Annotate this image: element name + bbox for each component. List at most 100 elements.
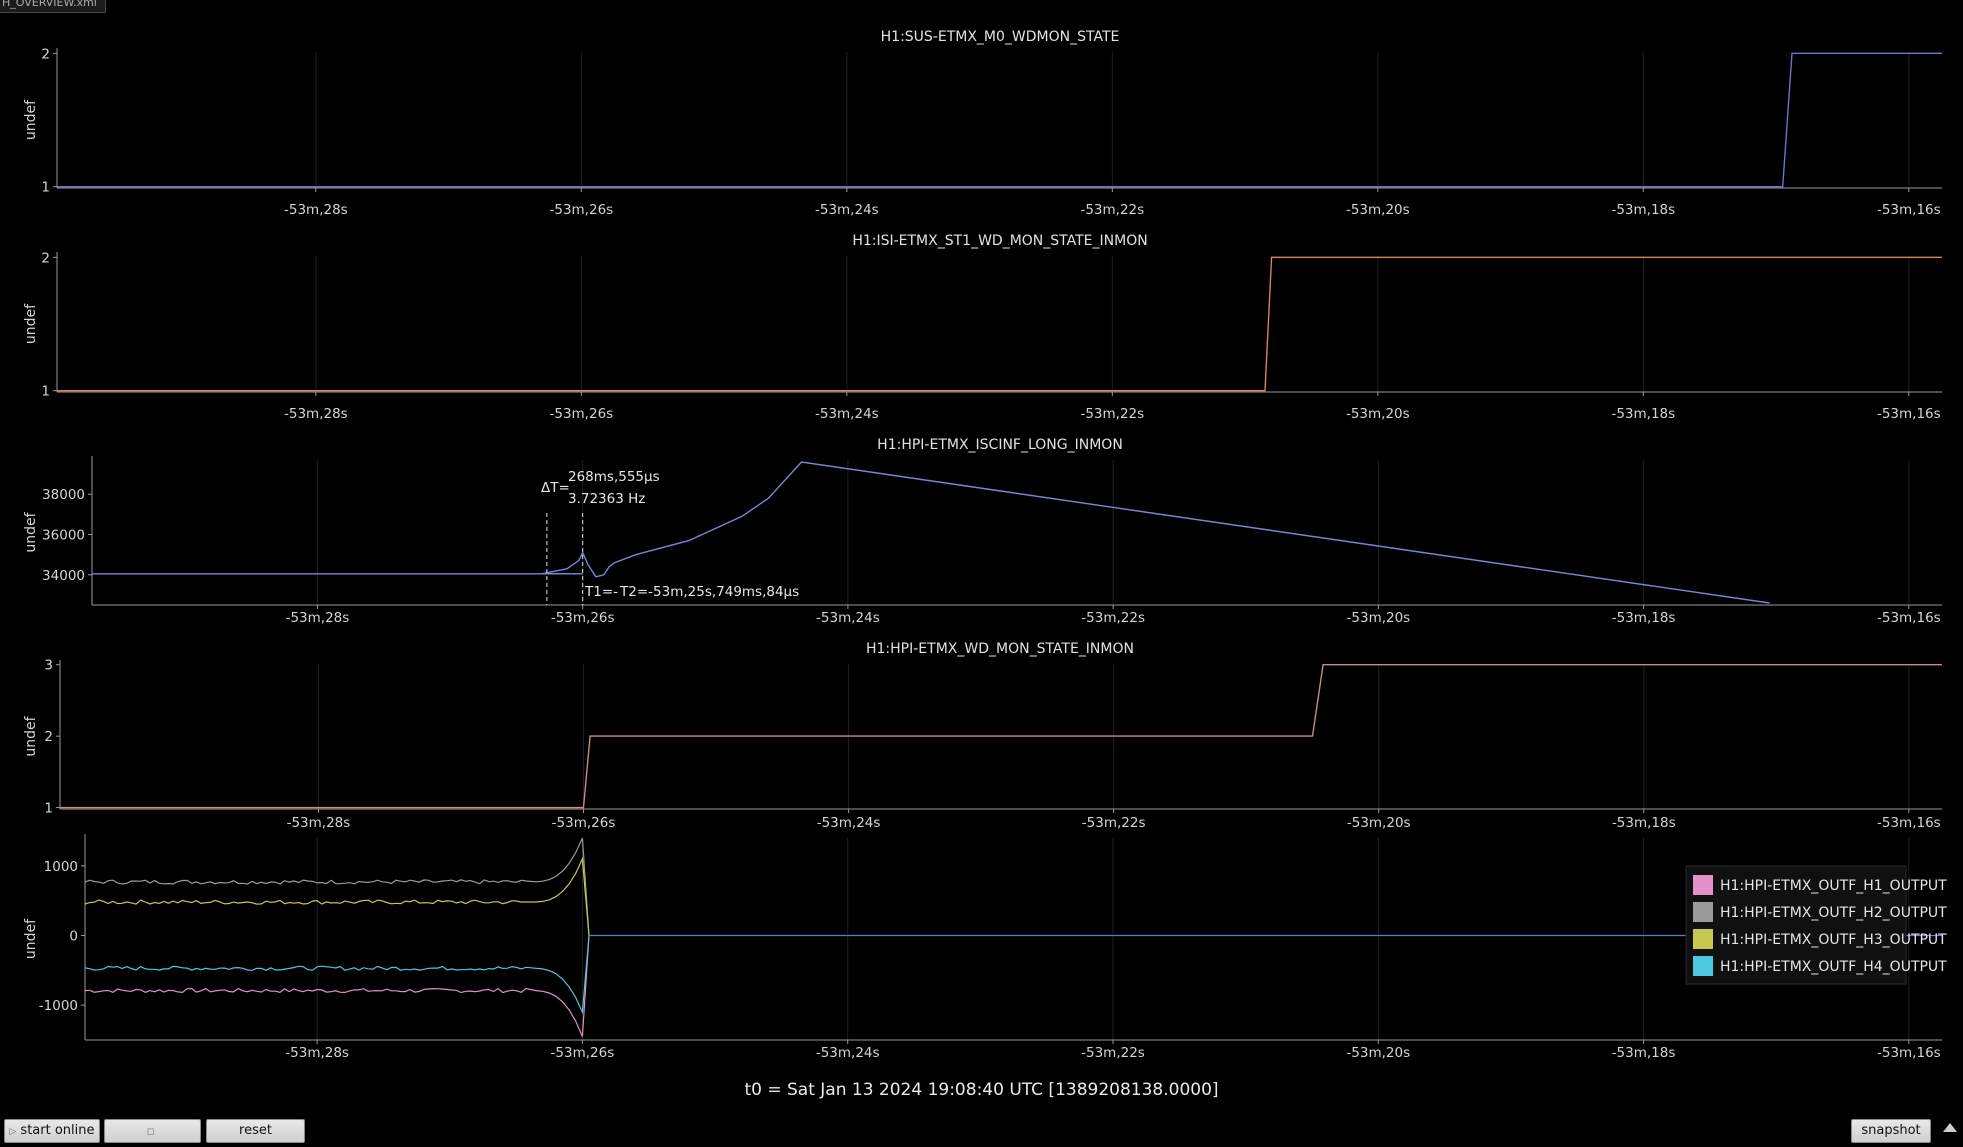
- y-tick-label: -1000: [39, 998, 78, 1014]
- series-line: [57, 52, 1942, 188]
- reset-button[interactable]: reset: [206, 1119, 305, 1143]
- y-tick-label: 1: [41, 384, 50, 400]
- y-axis-label: undef: [23, 303, 39, 344]
- series-line: [84, 935, 590, 1015]
- x-tick-label: -53m,22s: [1080, 406, 1144, 422]
- x-tick-label: -53m,22s: [1081, 1045, 1145, 1061]
- plot-panel-5: undef -1000 0 1000 -53m,28s -53m,26s -53m,24s -…: [23, 834, 1947, 1061]
- series-line: [84, 837, 590, 936]
- x-tick-label: -53m,16s: [1877, 202, 1941, 218]
- x-tick-label: -53m,18s: [1612, 1045, 1676, 1061]
- y-axis-label: undef: [23, 715, 39, 756]
- legend-label: H1:HPI-ETMX_OUTF_H1_OUTPUT: [1720, 878, 1947, 894]
- x-tick-label: -53m,16s: [1877, 815, 1941, 831]
- x-tick-label: -53m,28s: [286, 610, 350, 626]
- x-tick-label: -53m,26s: [552, 815, 616, 831]
- plot-panel-1: H1:SUS-ETMX_M0_WDMON_STATEundef12-53m,28…: [23, 29, 1942, 218]
- x-tick-label: -53m,20s: [1346, 1045, 1410, 1061]
- window-tab[interactable]: H_OVERVIEW.xml: [0, 0, 106, 13]
- y-tick-label: 2: [41, 250, 50, 266]
- plot-title: H1:ISI-ETMX_ST1_WD_MON_STATE_INMON: [852, 233, 1147, 249]
- x-tick-label: -53m,26s: [549, 202, 613, 218]
- x-tick-label: -53m,24s: [817, 815, 881, 831]
- x-tick-label: -53m,28s: [287, 815, 351, 831]
- delta-value: 268ms,555µs: [568, 469, 660, 485]
- legend-swatch: [1693, 956, 1713, 976]
- x-tick-label: -53m,28s: [284, 406, 348, 422]
- y-tick-label: 1: [41, 180, 50, 196]
- legend-swatch: [1693, 902, 1713, 922]
- delta-prefix: ΔT=: [541, 480, 570, 496]
- legend-label: H1:HPI-ETMX_OUTF_H4_OUTPUT: [1720, 959, 1947, 975]
- scroll-up-icon[interactable]: [1943, 1123, 1957, 1132]
- blank-icon: ◻: [146, 1127, 155, 1137]
- series-line: [60, 664, 1942, 809]
- play-icon: ▷: [9, 1127, 17, 1137]
- plot-title: H1:HPI-ETMX_ISCINF_LONG_INMON: [877, 437, 1123, 453]
- reset-label: reset: [239, 1123, 272, 1138]
- x-tick-label: -53m,28s: [285, 1045, 349, 1061]
- legend-swatch: [1693, 929, 1713, 949]
- x-tick-label: -53m,24s: [815, 406, 879, 422]
- series-line: [57, 256, 1942, 392]
- window-tab-label: H_OVERVIEW.xml: [2, 0, 97, 9]
- x-tick-label: -53m,24s: [816, 1045, 880, 1061]
- x-tick-label: -53m,24s: [815, 202, 879, 218]
- x-tick-label: -53m,20s: [1347, 610, 1411, 626]
- series-line: [84, 935, 590, 1037]
- x-tick-label: -53m,24s: [816, 610, 880, 626]
- frequency-value: 3.72363 Hz: [568, 491, 645, 507]
- legend-box: [1685, 865, 1907, 985]
- x-tick-label: -53m,22s: [1081, 610, 1145, 626]
- y-tick-label: 38000: [42, 487, 85, 503]
- cursor-annotation: ΔT=268ms,555µs 3.72363 Hz T1=-T2=-53m,25s,…: [541, 469, 799, 605]
- plot-title: H1:HPI-ETMX_WD_MON_STATE_INMON: [866, 641, 1134, 657]
- y-tick-label: 34000: [42, 568, 85, 584]
- x-tick-label: -53m,18s: [1611, 202, 1675, 218]
- legend: H1:HPI-ETMX_OUTF_H1_OUTPUT H1:HPI-ETMX_OU…: [1685, 865, 1947, 985]
- x-tick-label: -53m,16s: [1877, 406, 1941, 422]
- snapshot-label: snapshot: [1861, 1123, 1921, 1138]
- x-tick-label: -53m,18s: [1612, 815, 1676, 831]
- control-bar: ▷start online ◻ reset snapshot: [0, 1116, 1963, 1147]
- t1-label: T1=-: [584, 584, 618, 600]
- x-tick-label: -53m,18s: [1612, 610, 1676, 626]
- y-tick-label: 36000: [42, 528, 85, 544]
- x-tick-label: -53m,28s: [284, 202, 348, 218]
- y-tick-label: 1000: [44, 859, 78, 875]
- y-axis-label: undef: [23, 511, 39, 552]
- x-tick-label: -53m,26s: [551, 1045, 615, 1061]
- snapshot-button[interactable]: snapshot: [1851, 1119, 1931, 1143]
- y-tick-label: 0: [69, 929, 78, 945]
- y-axis-label: undef: [23, 99, 39, 140]
- legend-swatch: [1693, 875, 1713, 895]
- legend-label: H1:HPI-ETMX_OUTF_H3_OUTPUT: [1720, 932, 1947, 948]
- series-line: [92, 461, 1770, 604]
- x-tick-label: -53m,16s: [1877, 1045, 1941, 1061]
- plot-title: H1:SUS-ETMX_M0_WDMON_STATE: [881, 29, 1120, 45]
- start-online-button[interactable]: ▷start online: [4, 1119, 100, 1143]
- y-axis-label: undef: [23, 918, 39, 959]
- series-line: [84, 856, 590, 936]
- x-tick-label: -53m,22s: [1082, 815, 1146, 831]
- x-tick-label: -53m,22s: [1080, 202, 1144, 218]
- y-tick-label: 3: [44, 658, 53, 674]
- t2-label: T2=-53m,25s,749ms,84µs: [619, 584, 799, 600]
- x-tick-label: -53m,20s: [1346, 406, 1410, 422]
- x-tick-label: -53m,20s: [1347, 815, 1411, 831]
- disabled-button[interactable]: ◻: [104, 1119, 201, 1143]
- x-tick-label: -53m,26s: [551, 610, 615, 626]
- legend-label: H1:HPI-ETMX_OUTF_H2_OUTPUT: [1720, 905, 1947, 921]
- t0-label: t0 = Sat Jan 13 2024 19:08:40 UTC [13892…: [744, 1080, 1219, 1100]
- start-online-label: start online: [20, 1123, 95, 1138]
- y-tick-label: 1: [44, 801, 53, 817]
- x-tick-label: -53m,18s: [1611, 406, 1675, 422]
- x-tick-label: -53m,20s: [1346, 202, 1410, 218]
- x-tick-label: -53m,26s: [549, 406, 613, 422]
- y-tick-label: 2: [44, 729, 53, 745]
- x-tick-label: -53m,16s: [1877, 610, 1941, 626]
